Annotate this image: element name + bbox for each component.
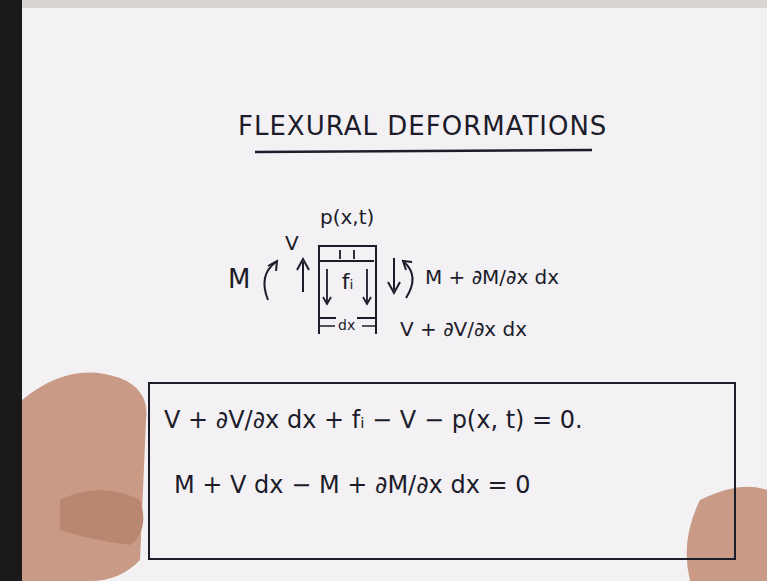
- dark-edge: [0, 0, 22, 581]
- dimension-label: dx: [336, 317, 357, 333]
- shear-arrow: [393, 258, 395, 290]
- node-text: fᵢ: [320, 269, 375, 295]
- element-stroke: [363, 297, 371, 304]
- hand: [22, 372, 146, 581]
- hand: [687, 487, 767, 581]
- element-stroke: [323, 297, 331, 304]
- moment-arrow: [264, 262, 276, 300]
- load-label: p(x,t): [318, 206, 376, 229]
- title: FLEXURAL DEFORMATIONS: [238, 112, 607, 142]
- arrow-head: [268, 261, 277, 271]
- title-underline: [255, 150, 592, 152]
- finger: [60, 490, 143, 545]
- element-stroke: [326, 269, 328, 303]
- shear-arrow: [302, 262, 304, 292]
- shear-label: V: [283, 232, 301, 255]
- moment-label: M: [226, 265, 252, 295]
- arrow-head: [403, 261, 412, 270]
- dimension-line: [319, 325, 335, 327]
- equation: V + ∂V/∂x dx + fᵢ − V − p(x, t) = 0.: [164, 406, 720, 435]
- shear-label: V + ∂V/∂x dx: [398, 318, 529, 341]
- beam-element: fᵢ: [318, 245, 377, 319]
- equation-box: V + ∂V/∂x dx + fᵢ − V − p(x, t) = 0. M + …: [148, 382, 736, 560]
- arrow-head: [297, 259, 309, 270]
- dimension-line: [362, 325, 376, 327]
- element-stroke: [320, 260, 374, 262]
- moment-label: M + ∂M/∂x dx: [423, 266, 561, 289]
- equation: M + V dx − M + ∂M/∂x dx = 0: [164, 471, 720, 500]
- arrow-head: [388, 282, 400, 293]
- element-stroke: [366, 269, 368, 303]
- element-stroke: [353, 250, 355, 259]
- element-stroke: [339, 250, 341, 259]
- paper-sheet: [22, 8, 767, 581]
- moment-arrow: [404, 262, 413, 298]
